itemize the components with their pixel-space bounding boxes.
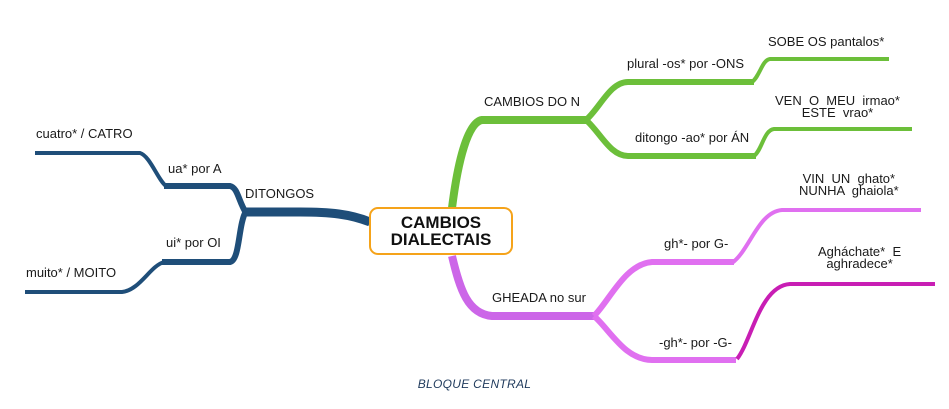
subtopic-gh-por-g[interactable]: gh*- por G- bbox=[664, 236, 729, 251]
subtopic-plural[interactable]: plural -os* por -ONS bbox=[627, 56, 745, 71]
connector-cambiosn-ditongo bbox=[583, 117, 756, 159]
topic-gheada-no-sur[interactable]: GHEADA no sur bbox=[492, 290, 586, 305]
connector-ui-muito bbox=[25, 260, 165, 294]
central-topic[interactable]: CAMBIOS DIALECTAIS bbox=[369, 207, 513, 255]
subtopic-ui-por-oi[interactable]: ui* por OI bbox=[166, 235, 221, 250]
connector-ditongos-ua bbox=[164, 183, 249, 215]
connector-central-cambiosn bbox=[448, 116, 586, 209]
connector-central-ditongos bbox=[242, 207, 372, 227]
topic-ditongos[interactable]: DITONGOS bbox=[245, 186, 315, 201]
connector-intergh-aghachate bbox=[735, 282, 935, 361]
connector-cambiosn-plural bbox=[583, 79, 754, 123]
connector-gheada-intergh bbox=[591, 313, 736, 363]
connector-ditongo-ven bbox=[752, 127, 912, 158]
connector-plural-sobe bbox=[750, 57, 889, 84]
connector-gh-vin bbox=[730, 208, 921, 265]
example-muito[interactable]: muito* / MOITO bbox=[26, 265, 117, 280]
connector-central-gheada bbox=[448, 255, 594, 320]
subtopic-inter-gh-por-g[interactable]: -gh*- por -G- bbox=[659, 335, 732, 350]
subtopic-ditongo-ao[interactable]: ditongo -ao* por ÁN bbox=[635, 130, 750, 145]
subtopic-ua-por-a[interactable]: ua* por A bbox=[168, 161, 222, 176]
connector-gheada-gh bbox=[591, 259, 734, 319]
example-aghachate[interactable]: Agháchate* E aghradece* bbox=[818, 244, 902, 271]
example-sobe-os-pantalos[interactable]: SOBE OS pantalos* bbox=[768, 34, 885, 49]
example-ven-o-meu-irmao[interactable]: VEN O MEU irmao* ESTE vrao* bbox=[775, 93, 900, 120]
connector-ua-cuatro bbox=[35, 151, 168, 188]
topic-cambios-do-n[interactable]: CAMBIOS DO N bbox=[484, 94, 581, 109]
example-vin-un-ghato[interactable]: VIN UN ghato* NUNHA ghaiola* bbox=[799, 171, 899, 198]
example-cuatro[interactable]: cuatro* / CATRO bbox=[36, 126, 133, 141]
caption: BLOQUE CENTRAL bbox=[417, 377, 532, 391]
connector-ditongos-ui bbox=[162, 209, 249, 265]
